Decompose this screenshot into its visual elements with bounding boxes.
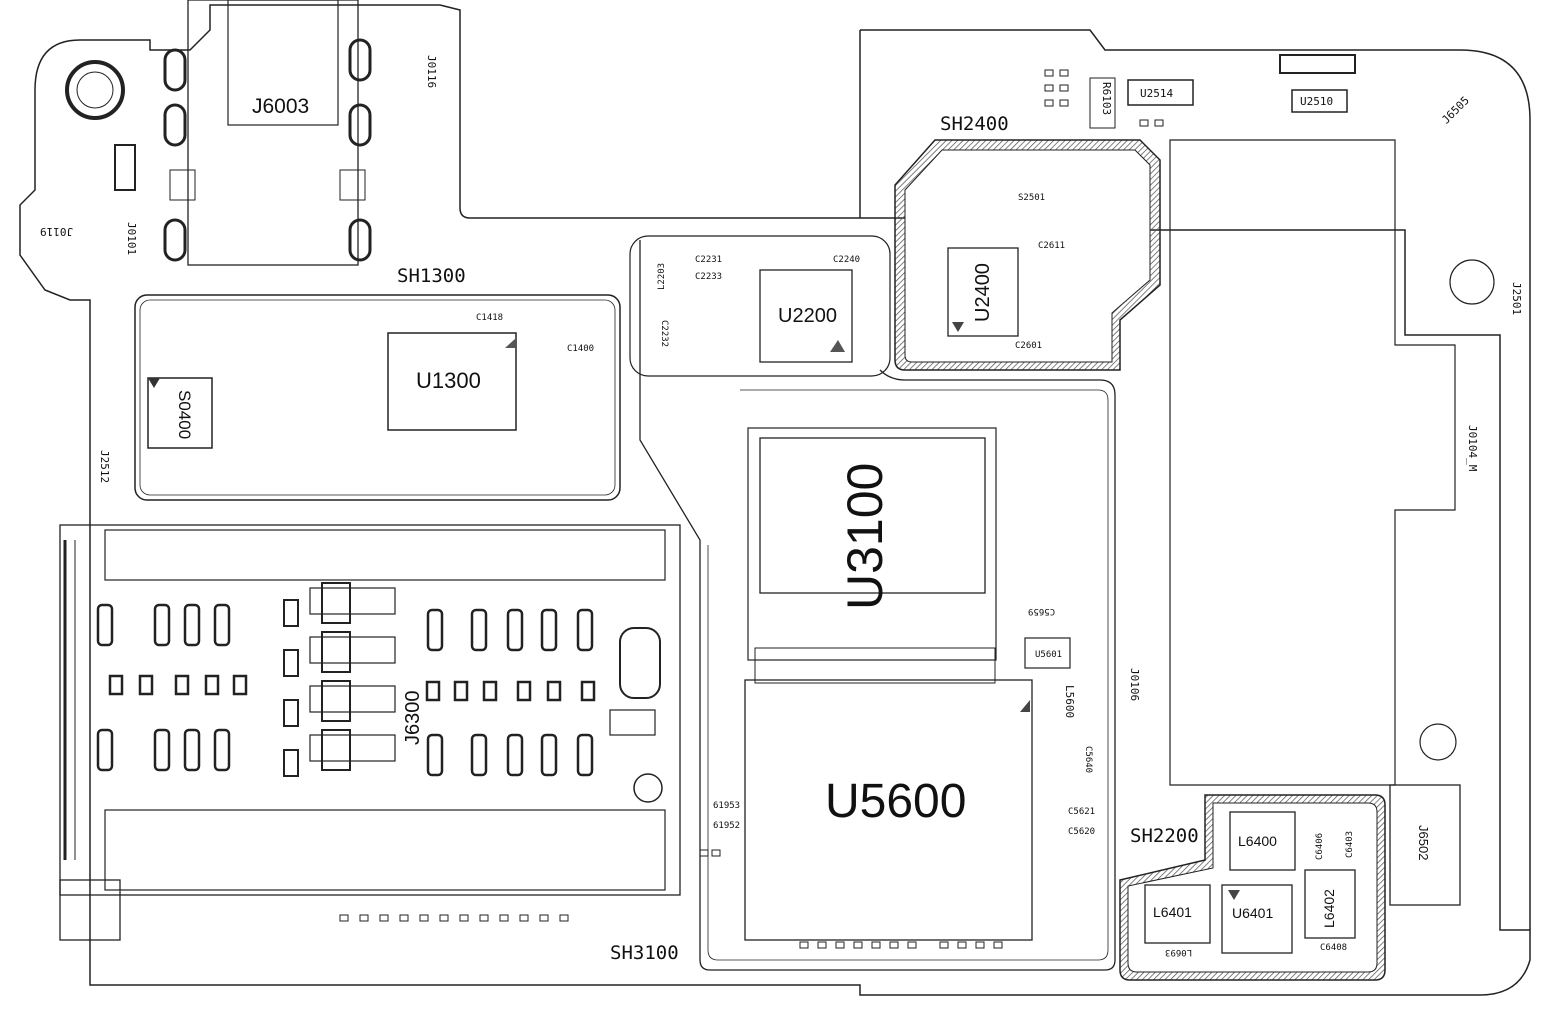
j0119-label: J0119 [40,225,74,238]
j6003-connector [163,0,372,266]
u6401-label: U6401 [1232,905,1274,921]
j6003-label: J6003 [252,95,310,118]
u1300-chip [387,332,517,431]
l6400-inductor [1229,811,1296,871]
s0400-label: S0400 [175,390,194,440]
c5640-label: C5640 [1083,746,1093,774]
c2233-label: C2233 [695,272,723,282]
j6300-label: J6300 [402,690,424,746]
j6502-label: J6502 [1416,825,1431,861]
sh1300-label: SH1300 [397,265,466,287]
c2232-label: C2232 [659,320,669,348]
sim-pads-right [425,608,596,777]
right-area-outline [1169,139,1456,786]
r1952-label: 61952 [713,821,741,831]
u2400-label: U2400 [972,263,994,322]
j6502-connector [1389,784,1461,906]
l6400-label: L6400 [1238,833,1277,849]
c5659-label: C5659 [1028,606,1056,616]
r6103-label: R6103 [1100,82,1113,116]
top-connector [1279,54,1356,74]
c2611-label: C2611 [1038,241,1066,251]
l6401-label: L6401 [1153,904,1192,920]
u2510-label: U2510 [1300,95,1334,108]
r6103-part [1089,77,1116,129]
u1300-label: U1300 [416,368,481,393]
j2501-label: J2501 [1510,282,1523,316]
u2400-chip [947,247,1019,337]
j0109-small-part [114,144,136,191]
j0104-label: J0104_M [1466,425,1479,472]
s2501-label: S2501 [1018,193,1046,203]
j2512-label: J2512 [98,450,111,484]
j0101-label: J0101 [125,222,138,256]
c1418-label: C1418 [476,313,504,323]
l0693-label: L0693 [1165,947,1193,957]
c5621-label: C5621 [1068,807,1096,817]
sh1300-shield [134,294,621,501]
u2514-part [1127,79,1194,106]
sh2200-label: SH2200 [1130,825,1199,847]
j6300-sim-tray [59,524,681,941]
sim-pads-middle [283,582,396,777]
u5601-chip [1024,637,1071,669]
c2240-label: C2240 [833,255,861,265]
c6403-label: C6403 [1345,830,1355,858]
l6402-inductor [1304,869,1356,939]
passive-components [339,69,1164,949]
u2510-part [1291,89,1348,113]
sh2400-label: SH2400 [940,113,1009,135]
u3100-label: U3100 [837,462,893,610]
j0116-label: J0116 [425,55,438,89]
board-outline-right [859,29,1531,930]
mount-hole-2 [1419,723,1457,761]
u6401-chip [1221,884,1293,954]
u2514-label: U2514 [1140,87,1174,100]
u2200-label: U2200 [778,305,837,327]
sh3100-label: SH3100 [610,942,679,964]
u3100-outline [747,427,997,661]
l5600-label: L5600 [1063,685,1076,719]
c2601-label: C2601 [1015,341,1043,351]
mount-hole-1 [1449,259,1495,305]
l6402-label: L6402 [1321,889,1337,928]
u5601-label: U5601 [1035,650,1063,660]
sim-pads-left [96,603,248,772]
l2203-label: L2203 [657,262,667,290]
u5600-chip [744,679,1033,941]
j0109-round [65,60,125,120]
u5600-label: U5600 [825,775,967,828]
l6401-inductor [1144,884,1211,944]
r1953-label: 61953 [713,801,741,811]
u2200-area [629,235,891,377]
u3100-chip [759,437,986,594]
c6408-label: C6408 [1320,943,1348,953]
sh3100-shield [639,240,1116,971]
s0400-chip [147,377,213,449]
u2200-chip [759,269,853,363]
c6406-label: C6406 [1315,832,1325,860]
c2231-label: C2231 [695,255,723,265]
board-outline [19,4,1531,996]
c1400-label: C1400 [567,344,595,354]
c5620-label: C5620 [1068,827,1096,837]
j0106-label: J0106 [1128,668,1141,702]
